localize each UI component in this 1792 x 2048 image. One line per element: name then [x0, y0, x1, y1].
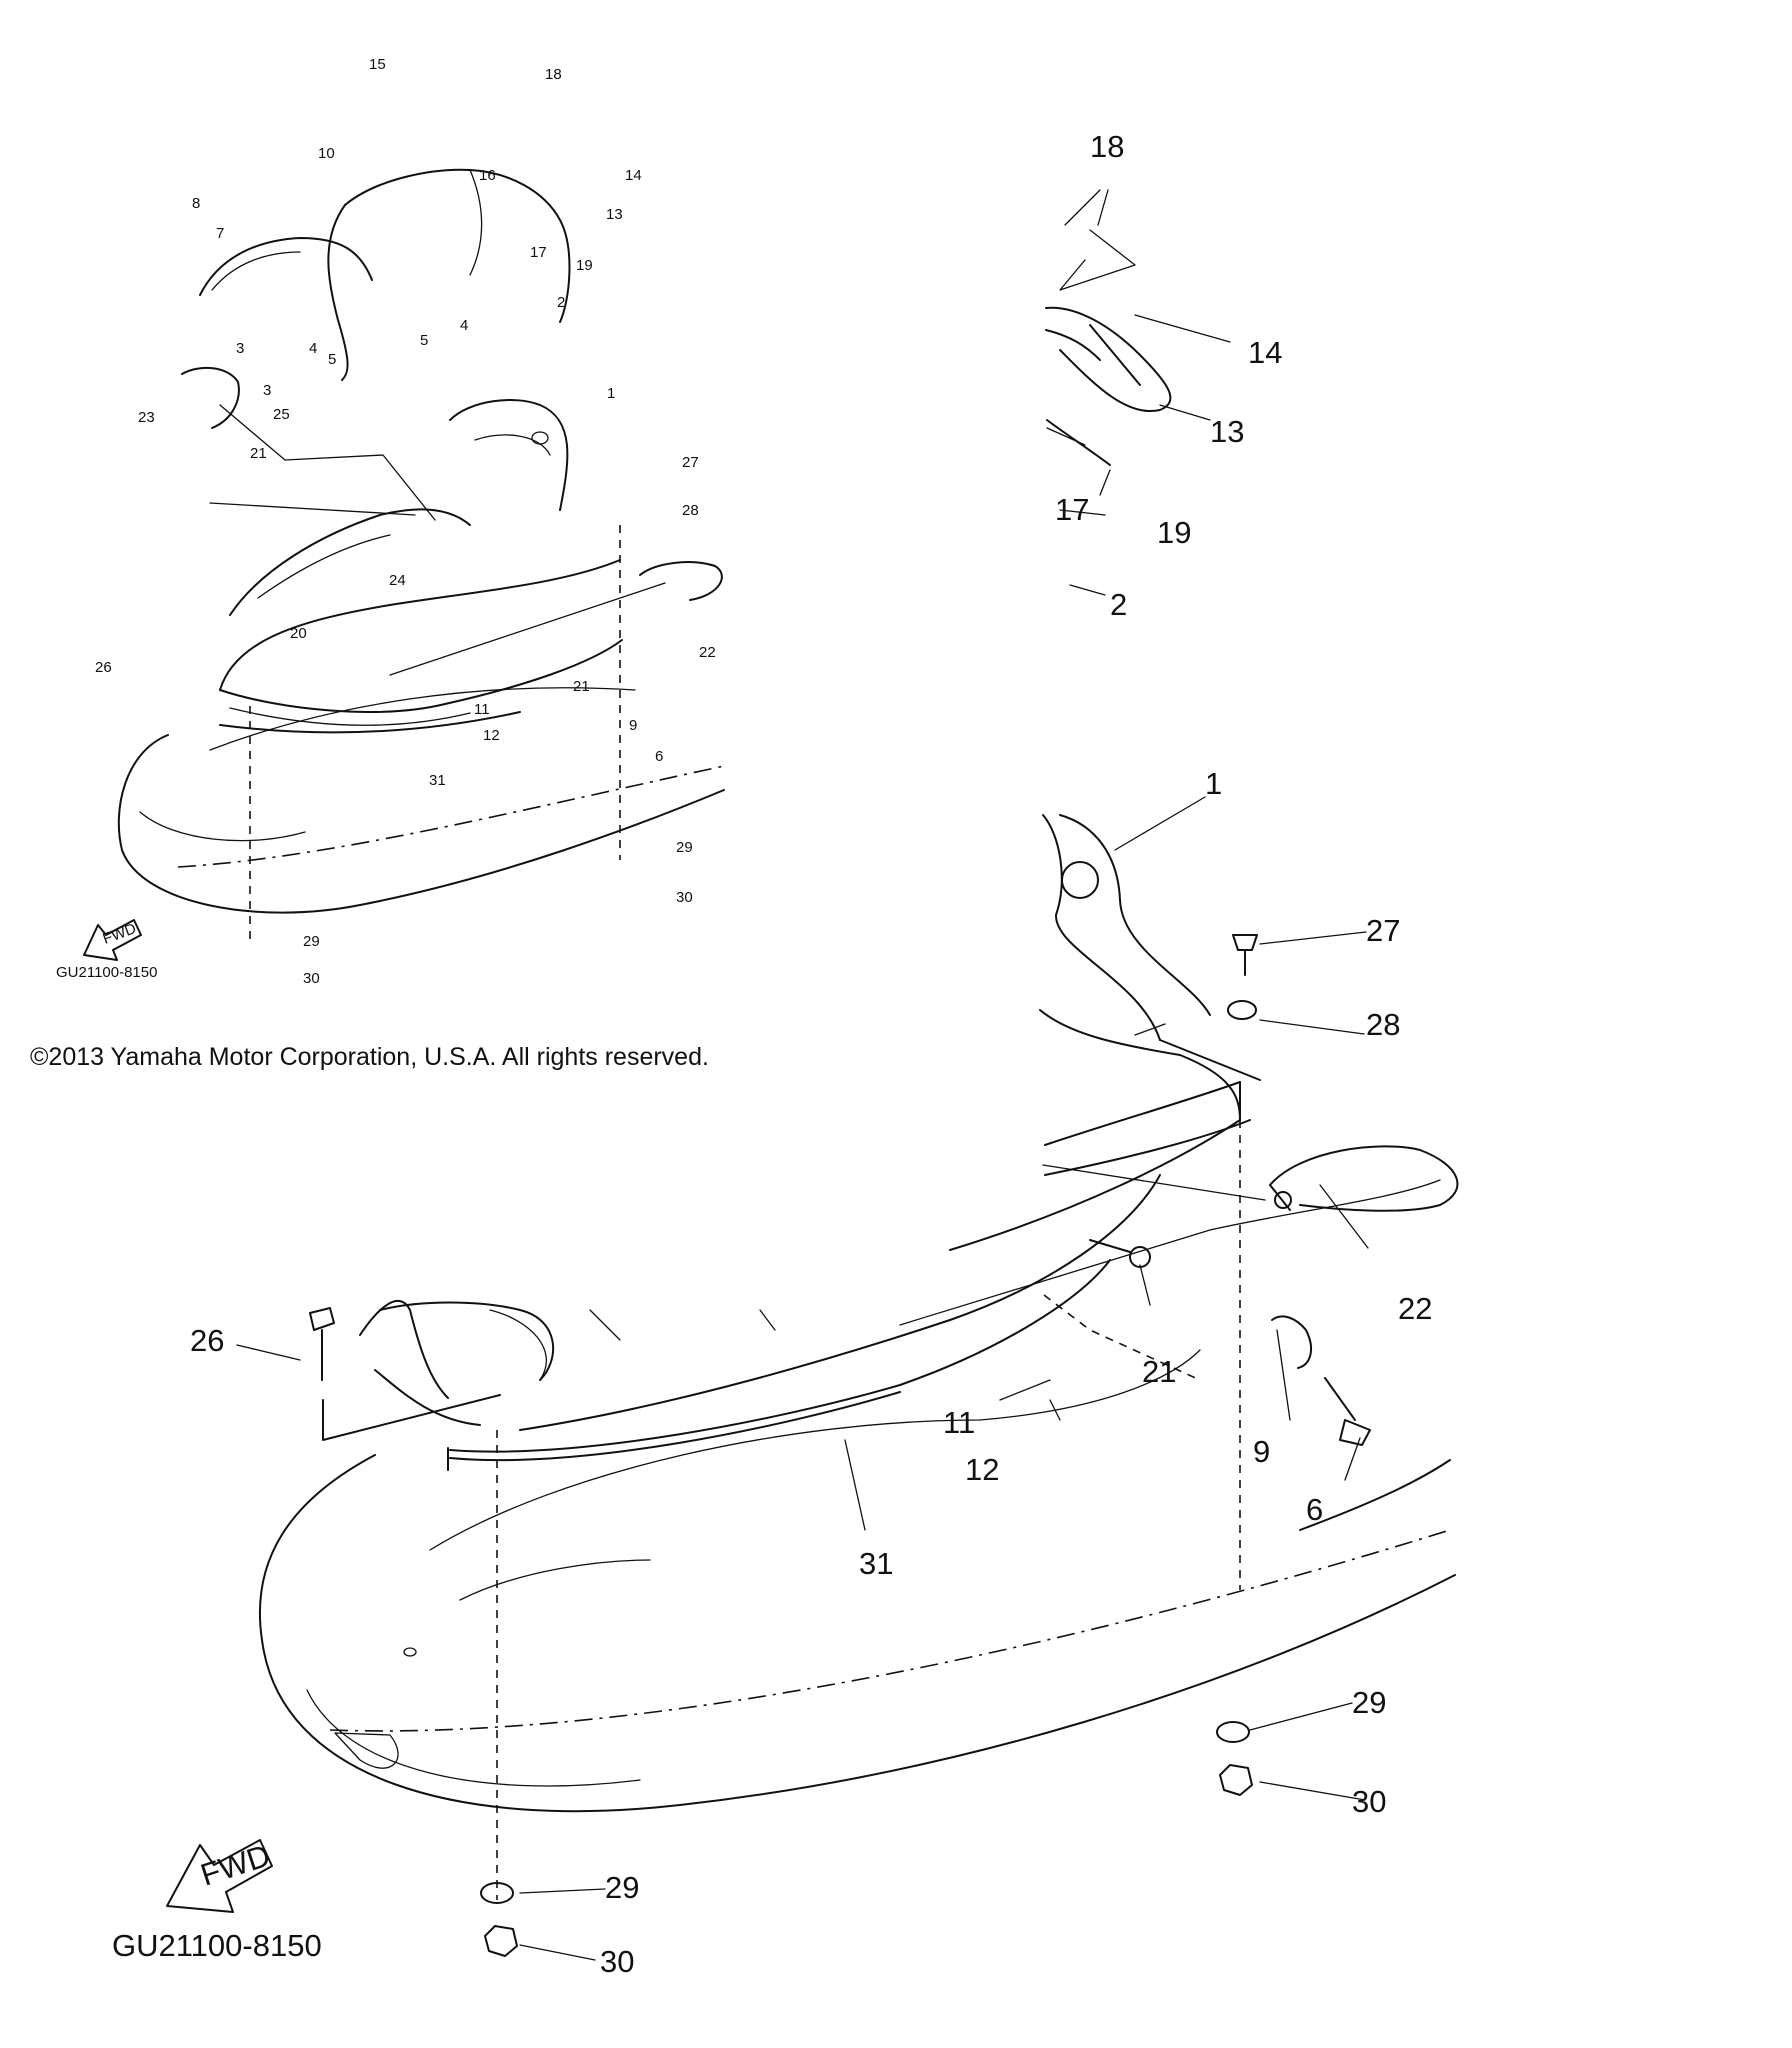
large-callout: 11	[943, 1405, 975, 1440]
small-callout: 28	[682, 502, 699, 519]
small-overview-diagram: FWD	[83, 168, 725, 961]
large-callout: 9	[1253, 1434, 1270, 1469]
large-callout: 13	[1210, 414, 1244, 449]
large-callout: 26	[190, 1323, 224, 1358]
small-callout: 3	[236, 340, 244, 357]
small-callout: 30	[303, 970, 320, 987]
small-callout: 11	[474, 701, 490, 718]
large-callout: 22	[1398, 1291, 1432, 1326]
small-callout: 6	[655, 748, 663, 765]
small-callout: 30	[676, 889, 693, 906]
large-callout: 19	[1157, 515, 1191, 550]
small-callout: 26	[95, 659, 112, 676]
small-callout: 17	[530, 244, 547, 261]
large-callout: 30	[1352, 1784, 1386, 1819]
small-callout: 29	[676, 839, 693, 856]
small-callout: 21	[573, 678, 590, 695]
small-callout: 10	[318, 145, 335, 162]
small-callout: 20	[290, 625, 307, 642]
small-callout: 5	[328, 351, 336, 368]
small-callout: 12	[483, 727, 500, 744]
large-callout: 18	[1090, 129, 1124, 164]
large-callout: 6	[1306, 1492, 1323, 1527]
small-callout: 14	[625, 167, 642, 184]
large-callout: 2	[1110, 587, 1127, 622]
small-callout: 24	[389, 572, 406, 589]
large-callout: 1	[1205, 766, 1222, 801]
small-callout: 2	[557, 294, 565, 311]
large-detail-diagram: FWD	[166, 189, 1459, 1961]
large-callout-numbers: 1 2 6 9 11 12 13 14 17 18 19 21 22 26 27…	[190, 129, 1432, 1979]
small-callout: 25	[273, 406, 290, 423]
large-callout: 21	[1142, 1354, 1176, 1389]
small-callout: 9	[629, 717, 637, 734]
small-callout: 7	[216, 225, 224, 242]
large-callout: 28	[1366, 1007, 1400, 1042]
large-callout: 27	[1366, 913, 1400, 948]
fwd-arrow-small: FWD	[83, 919, 142, 961]
small-callout: 27	[682, 454, 699, 471]
svg-text:FWD: FWD	[101, 920, 139, 948]
small-callout: 16	[479, 167, 496, 184]
small-callout: 13	[606, 206, 623, 223]
small-callout: 29	[303, 933, 320, 950]
small-callout-numbers: 1 2 3 3 4 4 5 5 6 7 8 9 10 11 12 13 14 1…	[95, 56, 716, 987]
small-callout: 1	[607, 385, 615, 402]
small-callout: 3	[263, 382, 271, 399]
fwd-arrow-large: FWD	[166, 1838, 274, 1913]
large-callout: 30	[600, 1944, 634, 1979]
small-callout: 4	[460, 317, 468, 334]
small-diagram-code: GU21100-8150	[56, 964, 158, 981]
large-callout: 29	[1352, 1685, 1386, 1720]
small-callout: 19	[576, 257, 593, 274]
small-callout: 21	[250, 445, 267, 462]
small-callout: 5	[420, 332, 428, 349]
small-callout: 15	[369, 56, 386, 73]
small-callout: 18	[545, 66, 562, 83]
small-callout: 8	[192, 195, 200, 212]
large-callout: 29	[605, 1870, 639, 1905]
large-callout: 31	[859, 1546, 893, 1581]
copyright-notice: ©2013 Yamaha Motor Corporation, U.S.A. A…	[30, 1043, 709, 1071]
small-callout: 22	[699, 644, 716, 661]
svg-text:FWD: FWD	[196, 1838, 274, 1893]
small-callout: 31	[429, 772, 446, 789]
large-callout: 12	[965, 1452, 999, 1487]
large-callout: 17	[1055, 492, 1089, 527]
large-diagram-code: GU21100-8150	[112, 1928, 322, 1963]
large-callout: 14	[1248, 335, 1282, 370]
small-callout: 23	[138, 409, 155, 426]
small-callout: 4	[309, 340, 317, 357]
